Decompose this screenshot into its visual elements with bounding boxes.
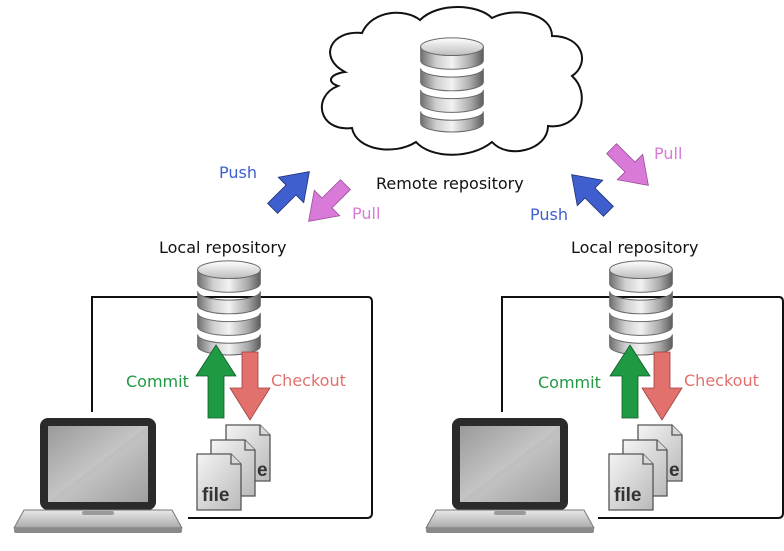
right-file-peek-label: e	[669, 460, 680, 481]
left-local-repository-label: Local repository	[159, 238, 287, 257]
right-file-stack-icon: e file	[608, 424, 683, 511]
right-pull-arrow-icon	[606, 143, 649, 186]
right-local-repository-label: Local repository	[571, 238, 699, 257]
left-commit-arrow-icon	[195, 344, 237, 419]
right-push-label: Push	[530, 205, 568, 224]
right-commit-arrow-icon	[609, 344, 651, 419]
left-push-label: Push	[219, 163, 257, 182]
left-database-icon	[197, 260, 261, 356]
left-pull-label: Pull	[352, 204, 381, 223]
left-commit-label: Commit	[126, 372, 189, 391]
right-local-box	[501, 296, 784, 519]
right-checkout-label: Checkout	[684, 371, 759, 390]
left-file-label: file	[202, 485, 229, 506]
remote-repository-label: Remote repository	[376, 174, 524, 193]
left-file-peek-label: e	[257, 460, 268, 481]
left-checkout-label: Checkout	[271, 371, 346, 390]
right-commit-label: Commit	[538, 373, 601, 392]
right-laptop-icon	[425, 417, 595, 534]
left-local-box	[91, 296, 373, 519]
left-laptop-icon	[13, 417, 183, 534]
left-file-stack-icon: e file	[196, 424, 271, 511]
right-push-arrow-icon	[571, 174, 614, 217]
left-checkout-arrow-icon	[229, 351, 271, 421]
left-push-arrow-icon	[267, 171, 310, 214]
right-checkout-arrow-icon	[641, 351, 683, 421]
right-database-icon	[609, 260, 673, 356]
left-pull-arrow-icon	[308, 179, 351, 222]
right-file-label: file	[614, 485, 641, 506]
right-pull-label: Pull	[654, 144, 683, 163]
